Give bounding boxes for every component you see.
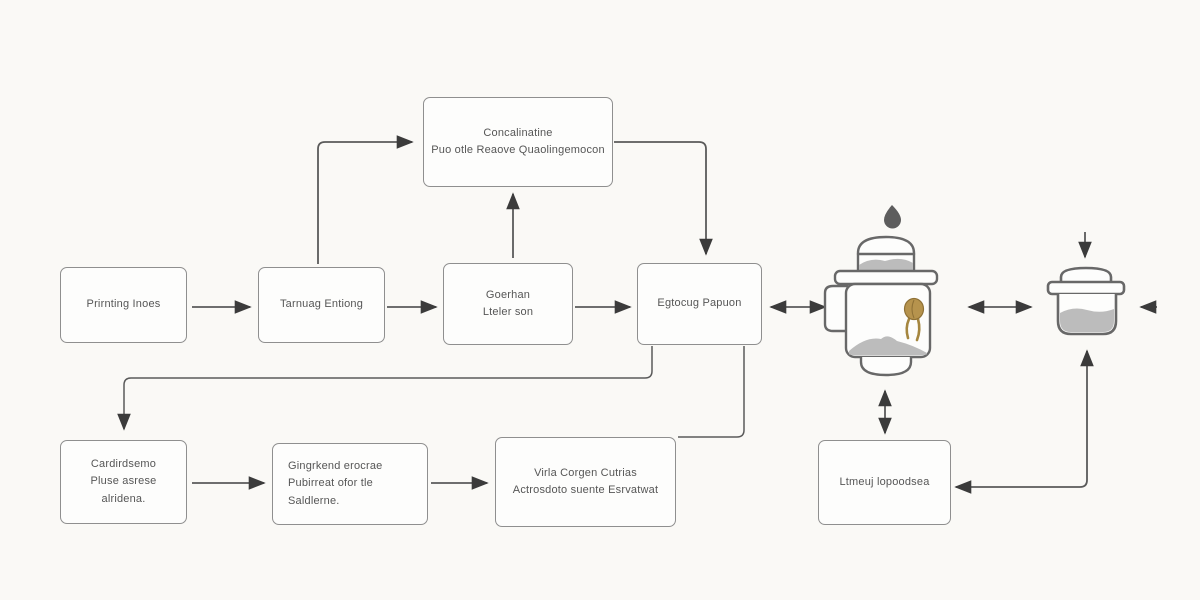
process-box-feedback3: Virla Corgen Cutrias Actrosdoto suente E… [495, 437, 676, 527]
box-line: Goerhan [485, 288, 531, 301]
drop-icon [884, 205, 901, 229]
box-line: Puo otle Reaove Quaolingemocon [431, 144, 605, 156]
gold-bulb-tail [905, 317, 911, 340]
arrow-top-box-to-step4 [614, 141, 713, 256]
gold-bulb-tail [915, 317, 921, 342]
box-line: Pluse asrese [90, 475, 157, 488]
box-line: Egtocug Papuon [657, 297, 742, 310]
process-box-output: Ltmeuj lopoodsea [818, 440, 951, 525]
box-line: Saldlerne. [288, 494, 340, 507]
process-box-feedback1: Cardirdsemo Pluse asrese alridena. [60, 440, 187, 524]
process-box-step3: Goerhan Lteler son [443, 263, 573, 345]
box-line: Prirnting Inoes [86, 298, 161, 311]
grinder-base [859, 357, 913, 377]
box-line: Lteler son [482, 306, 534, 318]
lidded-pot-icon [1046, 266, 1126, 336]
pot-contents [1060, 308, 1114, 332]
process-box-step4: Egtocug Papuon [637, 263, 762, 345]
gold-bulb-detail [911, 299, 915, 319]
process-box-step1: Prirnting Inoes [60, 267, 187, 343]
grinder-hopper-contents [859, 258, 913, 271]
box-line: Cardirdsemo [90, 458, 157, 471]
box-line: alridena. [101, 492, 146, 505]
process-box-step2: Tarnuag Entiong [258, 267, 385, 343]
arrow-step2-to-top-box [317, 135, 414, 264]
box-line: Ltmeuj lopoodsea [839, 475, 930, 488]
box-line: Pubirreat ofor tle [288, 477, 373, 490]
box-line: Gingrkend erocrae [288, 460, 383, 473]
process-box-feedback2: Gingrkend erocrae Pubirreat ofor tle Sal… [272, 443, 428, 525]
line-step4-to-feedback3 [678, 346, 745, 438]
box-line: Concalinatine [483, 126, 553, 139]
box-line: Virla Corgen Cutrias [534, 466, 637, 479]
process-box-concalinatine: Concalinatine Puo otle Reaove Quaolingem… [423, 97, 613, 187]
pot-lid [1059, 266, 1113, 282]
grinder-handle [823, 284, 848, 333]
arrow-step4-to-feedback1 [117, 346, 653, 431]
gold-bulb-icon [903, 297, 925, 321]
box-line: Actrosdoto suente Esrvatwat [512, 484, 659, 496]
grinder-rim [833, 269, 939, 286]
arrow-output-pot-bidirectional [954, 349, 1094, 494]
grinder-powder-pile [849, 336, 927, 355]
box-line: Tarnuag Entiong [279, 298, 364, 311]
grinder-jar-icon [823, 235, 939, 377]
pot-rim [1046, 280, 1126, 296]
